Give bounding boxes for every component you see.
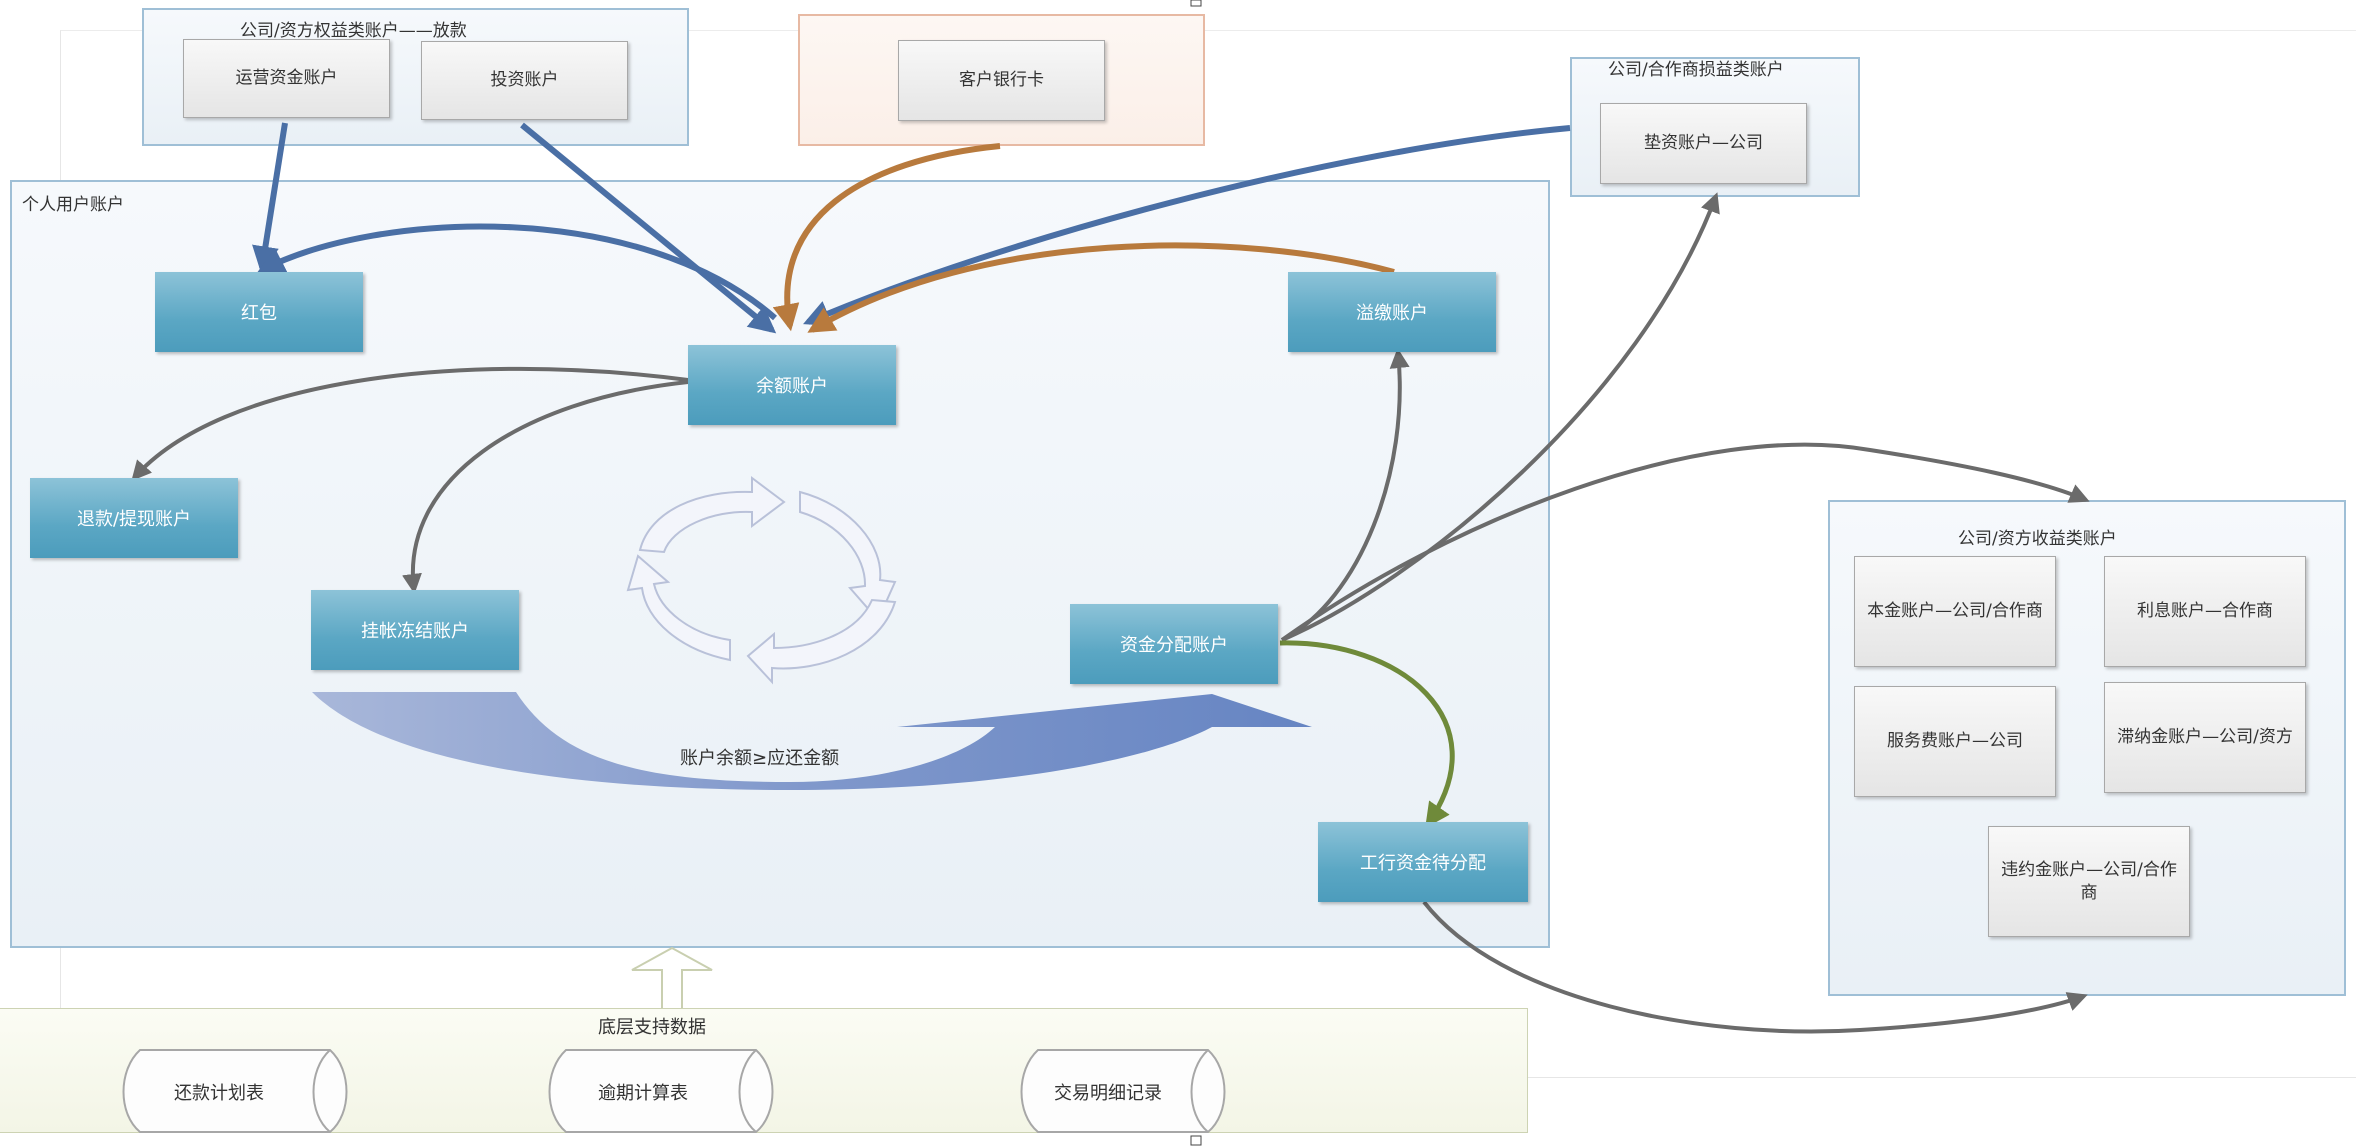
arrow-allocation-to-advance	[1281, 192, 1720, 642]
refund-withdraw-label: 退款/提现账户	[76, 509, 192, 530]
arrow-overpay-to-balance	[807, 242, 1395, 333]
late-fee-account-label: 滞纳金账户—公司/资方	[2117, 727, 2293, 748]
loss-group-title: 公司/合作商损益类账户	[1608, 60, 1784, 80]
selection-handle-bottom	[1190, 1135, 1202, 1146]
penalty-account-label: 违约金账户—公司/合作商	[2001, 859, 2177, 903]
allocation-account-node[interactable]: 资金分配账户	[1070, 604, 1278, 684]
red-packet-label: 红包	[241, 303, 277, 324]
operating-fund-account-label: 运营资金账户	[235, 68, 338, 89]
repayment-plan-table[interactable]: 还款计划表	[174, 1083, 264, 1104]
arrow-allocation-to-income	[1280, 442, 2090, 642]
overdue-calc-table[interactable]: 逾期计算表	[598, 1083, 688, 1104]
equity-account-group: 公司/资方权益类账户——放款 运营资金账户 投资账户	[142, 8, 689, 146]
principal-account-label: 本金账户—公司/合作商	[1867, 601, 2043, 622]
arrow-operating-to-redpacket	[252, 122, 288, 274]
customer-card-group: 客户银行卡	[798, 14, 1205, 146]
arrow-balance-to-refund	[131, 366, 689, 482]
balance-account-node[interactable]: 余额账户	[688, 345, 896, 425]
late-fee-account[interactable]: 滞纳金账户—公司/资方	[2104, 682, 2306, 793]
cycle-arrows-decoration	[626, 476, 897, 685]
support-group-title: 底层支持数据	[598, 1017, 706, 1038]
transaction-detail-record[interactable]: 交易明细记录	[1054, 1083, 1162, 1104]
customer-bank-card-label: 客户银行卡	[959, 70, 1044, 91]
arrow-investment-to-balance	[520, 122, 777, 334]
overpay-account-node[interactable]: 溢缴账户	[1288, 272, 1496, 352]
arrow-icbc-to-income	[1422, 900, 2088, 1034]
hollow-up-arrow	[631, 946, 713, 1008]
arrow-balance-to-frozen	[402, 380, 689, 594]
condition-label: 账户余额≥应还金额	[680, 748, 840, 769]
support-cylinders	[122, 1049, 1226, 1133]
personal-group-title: 个人用户账户	[22, 195, 124, 215]
frozen-account-node[interactable]: 挂帐冻结账户	[311, 590, 519, 670]
selection-handle-top	[1190, 0, 1202, 7]
service-fee-account[interactable]: 服务费账户—公司	[1854, 686, 2056, 797]
service-fee-account-label: 服务费账户—公司	[1887, 731, 2023, 752]
frozen-account-label: 挂帐冻结账户	[361, 621, 469, 642]
interest-account-label: 利息账户—合作商	[2137, 601, 2273, 622]
icbc-pending-label: 工行资金待分配	[1360, 853, 1486, 874]
penalty-account[interactable]: 违约金账户—公司/合作商	[1988, 826, 2190, 937]
investment-account[interactable]: 投资账户	[421, 41, 628, 120]
equity-group-title: 公司/资方权益类账户——放款	[240, 21, 467, 41]
principal-account[interactable]: 本金账户—公司/合作商	[1854, 556, 2056, 667]
arrow-card-to-balance	[772, 143, 1001, 332]
refund-withdraw-node[interactable]: 退款/提现账户	[30, 478, 238, 558]
interest-account[interactable]: 利息账户—合作商	[2104, 556, 2306, 667]
allocation-account-label: 资金分配账户	[1120, 635, 1228, 656]
arrow-balance-to-redpacket	[257, 223, 777, 321]
arrow-allocation-to-icbc	[1279, 640, 1455, 829]
advance-account-company-label: 垫资账户—公司	[1644, 133, 1763, 154]
arrow-allocation-to-overpay	[1281, 348, 1410, 642]
operating-fund-account[interactable]: 运营资金账户	[183, 39, 390, 118]
advance-account-company[interactable]: 垫资账户—公司	[1600, 103, 1807, 184]
overpay-account-label: 溢缴账户	[1356, 303, 1428, 324]
red-packet-node[interactable]: 红包	[155, 272, 363, 352]
condition-curved-arrow	[312, 692, 1312, 790]
income-group-title: 公司/资方收益类账户	[1958, 529, 2117, 549]
customer-bank-card[interactable]: 客户银行卡	[898, 40, 1105, 121]
loss-account-group: 公司/合作商损益类账户 垫资账户—公司	[1570, 57, 1860, 197]
balance-account-label: 余额账户	[756, 376, 828, 397]
investment-account-label: 投资账户	[490, 70, 559, 91]
icbc-pending-node[interactable]: 工行资金待分配	[1318, 822, 1528, 902]
